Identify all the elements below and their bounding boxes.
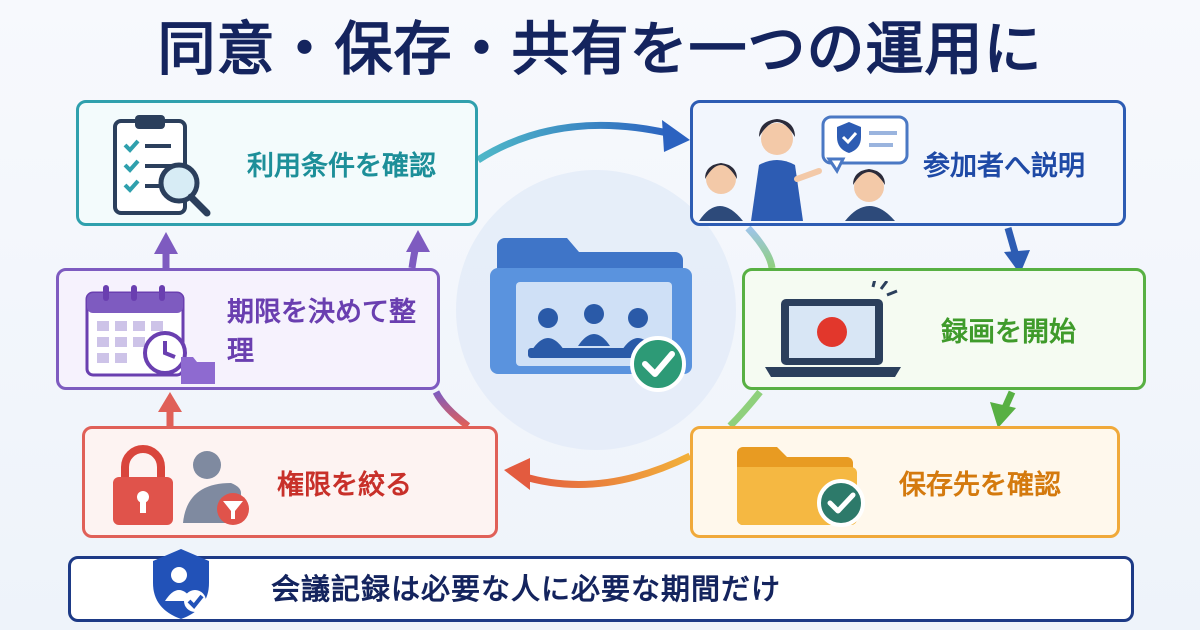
shield-user-check-icon [153,549,209,619]
page-title: 同意・保存・共有を一つの運用に [157,15,1043,83]
step-card-period: 期限を決めて整理 [56,268,440,390]
bottom-message: 会議記録は必要な人に必要な期間だけ [271,572,782,606]
laptop-record-icon [765,281,901,377]
arrowhead-restrict-period [158,392,182,412]
calendar-clock-folder-icon [85,285,215,384]
arc-left-lower [432,390,471,429]
step-card-location: 保存先を確認 [690,426,1120,538]
clipboard-checklist-magnifier-icon [113,115,211,217]
step-label-location: 保存先を確認 [899,469,1061,501]
step-card-restrict: 権限を絞る [82,426,498,538]
arrowhead-period-terms [154,232,178,254]
step-label-period: 期限を決めて整理 [227,297,416,367]
arrowhead-record-location [990,402,1016,428]
arrowhead-explain-record [1004,250,1030,274]
arrow-terms-to-explain [476,121,673,163]
arc-right-upper [745,225,776,269]
arrow-location-to-restrict [520,452,692,488]
folder-check-icon [737,447,865,527]
step-card-record: 録画を開始 [742,268,1146,390]
arc-right-lower [727,389,763,429]
step-label-explain: 参加者へ説明 [923,150,1085,182]
bottom-message-bar: 会議記録は必要な人に必要な期間だけ [68,549,1134,622]
step-label-record: 録画を開始 [941,316,1076,348]
step-card-terms: 利用条件を確認 [76,100,478,226]
presenter-with-audience-icon [699,115,909,221]
arrowhead-bottom [504,458,530,490]
step-label-terms: 利用条件を確認 [247,150,436,182]
step-label-restrict: 権限を絞る [277,469,412,501]
padlock-and-user-filter-icon [113,445,249,525]
step-card-explain: 参加者へ説明 [690,100,1126,226]
arrowhead-top [662,120,690,152]
arrowhead-left-upper [406,230,430,252]
